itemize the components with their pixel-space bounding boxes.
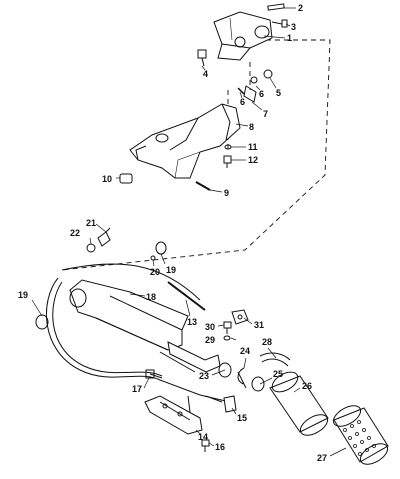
callout-18: 18 [146,292,156,302]
callout-16: 16 [215,442,225,452]
screw-part-3 [271,19,288,28]
callout-27: 27 [317,453,327,463]
fitting-part-21 [97,227,111,247]
ring-part-25 [251,376,265,392]
callout-30: 30 [205,322,215,332]
callout-31: 31 [254,320,264,330]
callout-23: 23 [199,371,209,381]
callout-labels: 1 2 3 4 5 6 6 7 8 9 10 11 12 13 14 15 16… [18,3,327,463]
callout-11: 11 [248,142,258,152]
pin-part-9 [195,181,211,191]
bolt-part-4 [197,49,207,67]
callout-20: 20 [150,267,160,277]
callout-26: 26 [302,381,312,391]
callout-22: 22 [70,228,80,238]
tiller-handle-part [69,279,189,351]
grip-sleeve-part-26 [269,371,329,436]
callout-19: 19 [18,290,28,300]
callout-5: 5 [276,88,281,98]
handle-grip-part-27 [332,405,389,465]
main-bracket-part [129,103,241,179]
callout-2: 2 [298,3,303,13]
spring-clip-part-15 [205,395,237,413]
leader-lines [31,7,347,457]
throttle-shaft-part-13 [167,281,206,311]
callout-24: 24 [240,346,250,356]
callout-25: 25 [273,369,283,379]
callout-4: 4 [203,69,208,79]
callout-19: 19 [166,265,176,275]
ring-part-23 [218,362,232,378]
washer-part-19-left [35,314,49,330]
knob-part-10 [119,173,133,184]
callout-29: 29 [205,335,215,345]
callout-6: 6 [240,97,245,107]
screw-part-12 [223,155,232,168]
pin-part-20 [150,255,156,261]
washer-part-19-top [155,241,167,255]
callout-9: 9 [224,188,229,198]
bolt-part-29 [223,335,231,341]
callout-17: 17 [132,384,142,394]
shaft-assembly [159,341,221,373]
block-part-31 [231,309,249,325]
top-bracket-part [213,11,273,61]
lower-plate-part-14 [144,395,203,435]
callout-28: 28 [262,337,272,347]
washer-part-28 [259,352,291,367]
callout-13: 13 [187,317,197,327]
nut-part-22 [86,243,96,253]
callout-6: 6 [259,89,264,99]
screw-part-30 [223,321,232,334]
callout-8: 8 [249,122,254,132]
callout-15: 15 [237,413,247,423]
pin-part-2 [267,3,285,11]
callout-3: 3 [291,22,296,32]
callout-10: 10 [102,174,112,184]
callout-12: 12 [248,155,258,165]
clip-part-24 [237,367,247,389]
callout-14: 14 [198,432,208,442]
callout-1: 1 [287,33,292,43]
linkage-part-17 [145,369,163,379]
callout-7: 7 [263,109,268,119]
small-parts-5-6-7 [237,69,273,103]
callout-21: 21 [86,218,96,228]
